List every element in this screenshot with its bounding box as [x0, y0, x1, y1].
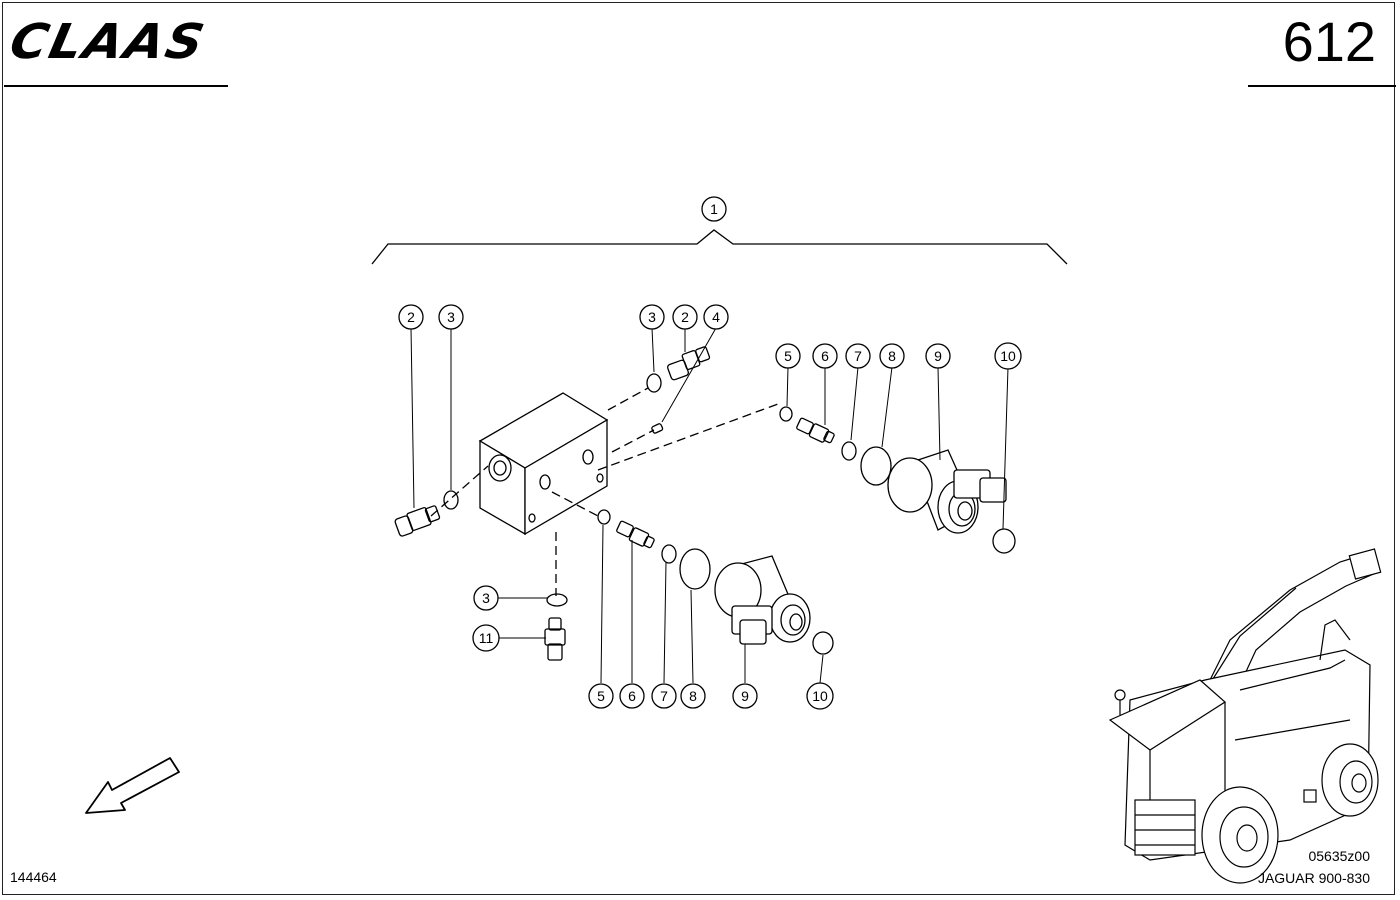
callout-2-left: 2 [398, 304, 424, 330]
callout-9-upper: 9 [925, 343, 951, 369]
svg-text:3: 3 [648, 309, 656, 325]
svg-text:8: 8 [689, 688, 697, 704]
callout-9-lower: 9 [732, 683, 758, 709]
svg-text:8: 8 [888, 348, 896, 364]
callout-7-lower: 7 [651, 683, 677, 709]
forage-harvester-illustration [1108, 548, 1382, 884]
svg-text:9: 9 [741, 688, 749, 704]
oring8-lower [679, 548, 711, 590]
solenoid-lower [714, 555, 811, 645]
assembly-dashed-lines [430, 387, 779, 596]
callout-3-bottom: 3 [473, 585, 499, 611]
callout-4: 4 [703, 304, 729, 330]
svg-text:6: 6 [821, 348, 829, 364]
callout-11: 11 [472, 624, 500, 652]
svg-text:7: 7 [660, 688, 668, 704]
svg-text:5: 5 [597, 688, 605, 704]
callout-1: 1 [701, 196, 727, 222]
adapter-upper [796, 417, 835, 444]
svg-text:4: 4 [712, 309, 720, 325]
oring-left [443, 490, 459, 510]
svg-text:1: 1 [710, 201, 718, 217]
washer-upper [779, 406, 793, 422]
valve-block [478, 392, 609, 536]
svg-text:5: 5 [784, 348, 792, 364]
callout-3-top: 3 [639, 304, 665, 330]
oring7-lower [661, 544, 677, 564]
oring8-upper [860, 446, 892, 486]
callout-6-upper: 6 [812, 343, 838, 369]
svg-text:10: 10 [1000, 348, 1016, 364]
callout-3-left: 3 [438, 304, 464, 330]
adapter-lower [616, 520, 655, 549]
oring10-upper [992, 528, 1016, 554]
svg-text:9: 9 [934, 348, 942, 364]
callout-6-lower: 6 [619, 683, 645, 709]
washer-lower [597, 509, 611, 525]
callout-8-upper: 8 [879, 343, 905, 369]
page-number: 612 [1282, 10, 1376, 73]
assembly-bracket [371, 229, 1068, 265]
svg-text:7: 7 [854, 348, 862, 364]
oring10-lower [812, 631, 834, 655]
solenoid-upper [887, 449, 1007, 534]
callouts: 1 2 3 3 2 4 5 6 7 8 9 10 3 11 5 6 7 8 9 … [398, 196, 1022, 710]
fitting-bottom [544, 617, 566, 661]
svg-text:3: 3 [447, 309, 455, 325]
drawing-code: 05635z00 [1308, 848, 1370, 864]
oring-bottom [546, 593, 568, 607]
callout-10-upper: 10 [994, 342, 1022, 370]
callout-5-upper: 5 [775, 343, 801, 369]
callout-2-top: 2 [672, 304, 698, 330]
callout-5-lower: 5 [588, 683, 614, 709]
callout-7-upper: 7 [845, 343, 871, 369]
leader-lines [410, 327, 1009, 684]
oring7-upper [841, 441, 857, 461]
oring-top [646, 373, 662, 393]
svg-text:2: 2 [407, 309, 415, 325]
svg-text:3: 3 [482, 590, 490, 606]
direction-arrow-icon [85, 757, 180, 814]
svg-text:6: 6 [628, 688, 636, 704]
plug [651, 423, 664, 434]
sheet-code: 144464 [10, 869, 57, 885]
svg-text:2: 2 [681, 309, 689, 325]
page-number-underline [1248, 85, 1396, 87]
svg-text:11: 11 [479, 630, 494, 646]
fitting-left [394, 505, 441, 537]
logo-underline [4, 85, 228, 87]
callout-8-lower: 8 [680, 683, 706, 709]
svg-text:10: 10 [812, 688, 828, 704]
callout-10-lower: 10 [806, 682, 834, 710]
model-label: JAGUAR 900-830 [1257, 870, 1370, 886]
